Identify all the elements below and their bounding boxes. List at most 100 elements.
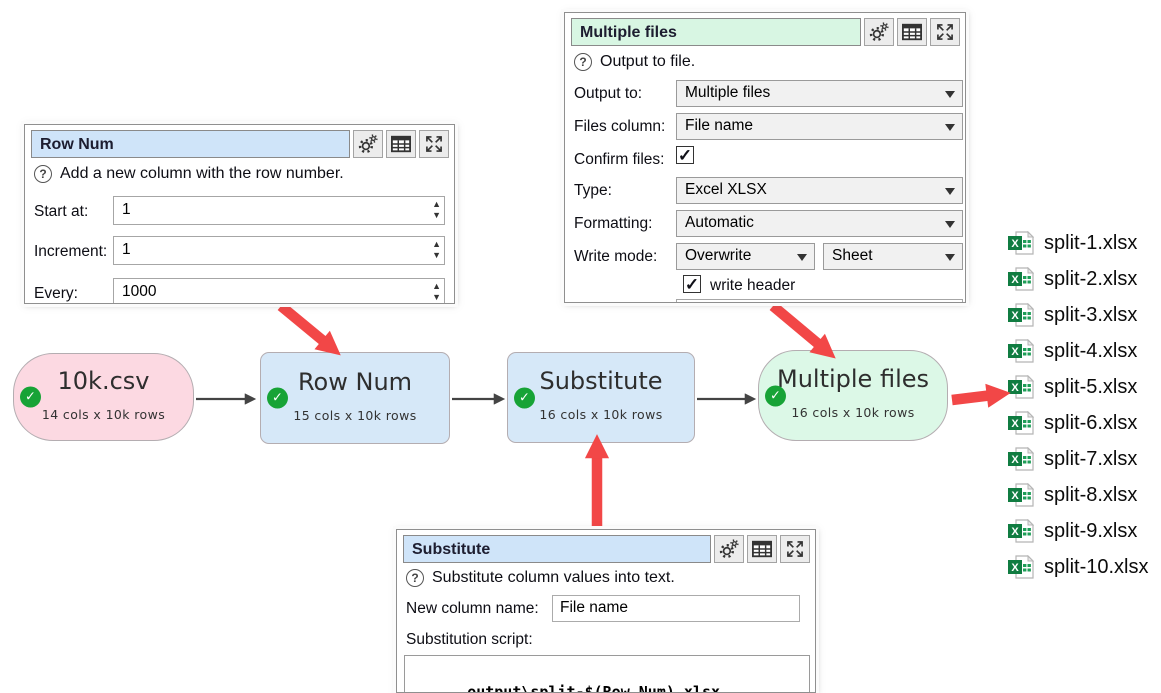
spin-up-icon[interactable]: ▲ — [432, 281, 441, 291]
file-list-item[interactable]: X split-1.xlsx — [1008, 225, 1148, 261]
panel-help-row: ? Output to file. — [574, 53, 695, 71]
substitution-script-label: Substitution script: — [406, 631, 533, 648]
chevron-down-icon — [797, 254, 807, 261]
expand-button[interactable] — [419, 130, 449, 158]
file-name: split-4.xlsx — [1044, 339, 1138, 362]
svg-text:X: X — [1011, 490, 1019, 502]
excel-file-icon: X — [1008, 231, 1034, 255]
file-list-item[interactable]: X split-7.xlsx — [1008, 441, 1148, 477]
transform-name-field[interactable]: Multiple files — [571, 18, 861, 46]
new-column-name-label: New column name: — [406, 600, 539, 617]
table-view-button[interactable] — [386, 130, 416, 158]
node-dimensions: 16 cols x 10k rows — [539, 407, 663, 422]
file-list-item[interactable]: X split-9.xlsx — [1008, 513, 1148, 549]
expand-button[interactable] — [930, 18, 960, 46]
write-mode-label: Write mode: — [574, 248, 658, 265]
node-title: Substitute — [539, 367, 663, 395]
spinner-control[interactable]: ▲▼ — [432, 281, 441, 303]
excel-file-icon: X — [1008, 411, 1034, 435]
file-list-item[interactable]: X split-8.xlsx — [1008, 477, 1148, 513]
files-column-dropdown[interactable]: File name — [676, 113, 963, 140]
table-icon — [391, 135, 411, 153]
table-icon — [752, 540, 772, 558]
files-column-label: Files column: — [574, 118, 666, 135]
write-header-checkbox[interactable]: ✓ — [683, 275, 701, 293]
red-arrow-multiplefiles-panel-to-node — [769, 301, 836, 359]
chevron-down-icon — [945, 221, 955, 228]
node-row-num[interactable]: ✓ Row Num 15 cols x 10k rows — [260, 352, 450, 444]
excel-file-icon: X — [1008, 519, 1034, 543]
spin-up-icon[interactable]: ▲ — [432, 239, 441, 249]
node-substitute[interactable]: ✓ Substitute 16 cols x 10k rows — [507, 352, 695, 443]
help-text: Output to file. — [600, 53, 696, 70]
help-icon[interactable]: ? — [34, 165, 52, 183]
settings-gear-button[interactable] — [864, 18, 894, 46]
every-input[interactable]: 1000 ▲▼ — [113, 278, 445, 303]
excel-file-icon: X — [1008, 483, 1034, 507]
file-name: split-2.xlsx — [1044, 267, 1138, 290]
substitution-script-editor[interactable]: output\split-$(Row Num).xlsx — [404, 655, 810, 692]
gear-icon — [869, 22, 889, 42]
type-dropdown[interactable]: Excel XLSX — [676, 177, 963, 204]
svg-text:X: X — [1011, 454, 1019, 466]
panel-titlebar: Row Num — [31, 130, 449, 158]
formatting-dropdown[interactable]: Automatic — [676, 210, 963, 237]
increment-input[interactable]: 1 ▲▼ — [113, 236, 445, 265]
file-list-item[interactable]: X split-3.xlsx — [1008, 297, 1148, 333]
panel-titlebar: Substitute — [403, 535, 810, 563]
file-name: split-8.xlsx — [1044, 483, 1138, 506]
excel-file-icon: X — [1008, 375, 1034, 399]
excel-file-icon: X — [1008, 555, 1034, 579]
type-label: Type: — [574, 182, 612, 199]
node-source-10k-csv[interactable]: ✓ 10k.csv 14 cols x 10k rows — [13, 353, 194, 441]
svg-text:X: X — [1011, 346, 1019, 358]
chevron-down-icon — [945, 91, 955, 98]
excel-file-icon: X — [1008, 267, 1034, 291]
spin-down-icon[interactable]: ▼ — [432, 250, 441, 260]
node-ok-check-icon: ✓ — [267, 387, 288, 409]
clipped-field — [676, 299, 963, 302]
node-multiple-files[interactable]: ✓ Multiple files 16 cols x 10k rows — [758, 350, 948, 441]
file-name: split-9.xlsx — [1044, 519, 1138, 542]
sheet-mode-dropdown[interactable]: Sheet — [823, 243, 963, 270]
file-list-item[interactable]: X split-5.xlsx — [1008, 369, 1148, 405]
spin-down-icon[interactable]: ▼ — [432, 210, 441, 220]
file-list-item[interactable]: X split-4.xlsx — [1008, 333, 1148, 369]
file-list-item[interactable]: X split-10.xlsx — [1008, 549, 1148, 585]
settings-gear-button[interactable] — [714, 535, 744, 563]
file-list-item[interactable]: X split-2.xlsx — [1008, 261, 1148, 297]
confirm-files-checkbox[interactable]: ✓ — [676, 146, 694, 164]
help-icon[interactable]: ? — [574, 53, 592, 71]
file-list-item[interactable]: X split-6.xlsx — [1008, 405, 1148, 441]
write-mode-dropdown[interactable]: Overwrite — [676, 243, 815, 270]
gear-icon — [358, 134, 378, 154]
svg-text:X: X — [1011, 238, 1019, 250]
gear-icon — [719, 539, 739, 559]
output-to-dropdown[interactable]: Multiple files — [676, 80, 963, 107]
spinner-control[interactable]: ▲▼ — [432, 199, 441, 221]
start-at-label: Start at: — [34, 203, 89, 220]
node-dimensions: 14 cols x 10k rows — [41, 406, 166, 422]
checkmark-icon: ✓ — [677, 145, 693, 165]
spin-up-icon[interactable]: ▲ — [432, 199, 441, 209]
panel-help-row: ? Add a new column with the row number. — [34, 165, 344, 183]
output-to-label: Output to: — [574, 85, 643, 102]
start-at-input[interactable]: 1 ▲▼ — [113, 196, 445, 225]
spinner-control[interactable]: ▲▼ — [432, 239, 441, 261]
expand-button[interactable] — [780, 535, 810, 563]
multiple-files-settings-panel: Multiple files — [564, 12, 966, 303]
row-num-settings-panel: Row Num — [24, 124, 455, 304]
red-arrow-node-to-files — [951, 383, 1011, 408]
formatting-label: Formatting: — [574, 215, 653, 232]
panel-titlebar: Multiple files — [571, 18, 960, 46]
node-ok-check-icon: ✓ — [765, 385, 786, 406]
transform-name-field[interactable]: Substitute — [403, 535, 711, 563]
settings-gear-button[interactable] — [353, 130, 383, 158]
table-view-button[interactable] — [747, 535, 777, 563]
transform-name-field[interactable]: Row Num — [31, 130, 350, 158]
table-view-button[interactable] — [897, 18, 927, 46]
spin-down-icon[interactable]: ▼ — [432, 292, 441, 302]
new-column-name-input[interactable]: File name — [552, 595, 800, 622]
svg-text:X: X — [1011, 418, 1019, 430]
help-icon[interactable]: ? — [406, 569, 424, 587]
